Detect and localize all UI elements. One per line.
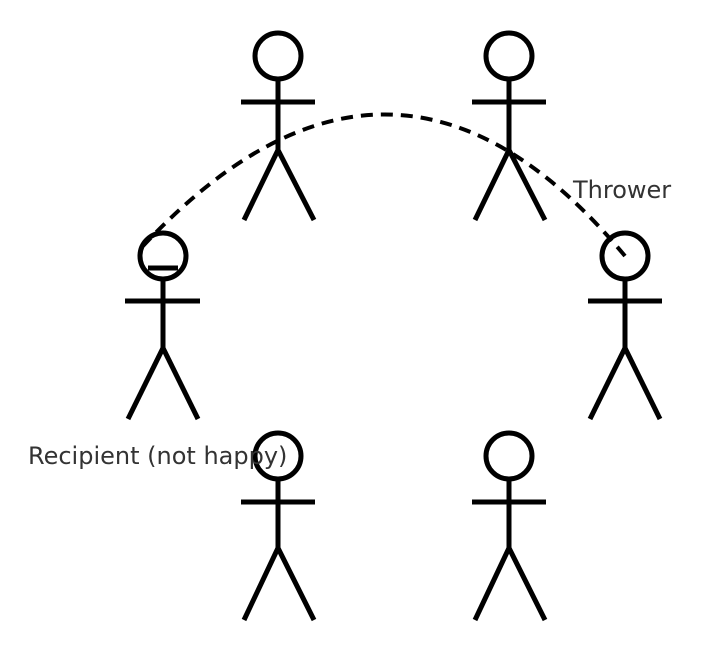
stick-figure-top-left	[241, 33, 315, 220]
thrower-label: Thrower	[572, 176, 671, 204]
stick-figure-recipient	[125, 233, 200, 419]
figure-right-leg	[509, 548, 545, 620]
figure-left-leg	[244, 150, 278, 220]
figure-right-leg	[278, 150, 314, 220]
figure-right-leg	[509, 150, 545, 220]
recipient-label: Recipient (not happy)	[28, 442, 287, 470]
figure-left-leg	[475, 150, 509, 220]
figure-head	[486, 33, 532, 79]
figure-left-leg	[128, 348, 163, 419]
figure-left-leg	[475, 548, 509, 620]
stick-figure-top-right	[472, 33, 546, 220]
figure-left-leg	[590, 348, 625, 419]
figure-right-leg	[163, 348, 198, 419]
figure-head	[255, 33, 301, 79]
stick-figure-bottom-right	[472, 433, 546, 620]
throw-trajectory-arc	[143, 114, 625, 256]
stick-figure-thrower	[588, 233, 662, 419]
figure-left-leg	[244, 548, 278, 620]
figure-head	[486, 433, 532, 479]
figure-right-leg	[278, 548, 314, 620]
figure-right-leg	[625, 348, 660, 419]
